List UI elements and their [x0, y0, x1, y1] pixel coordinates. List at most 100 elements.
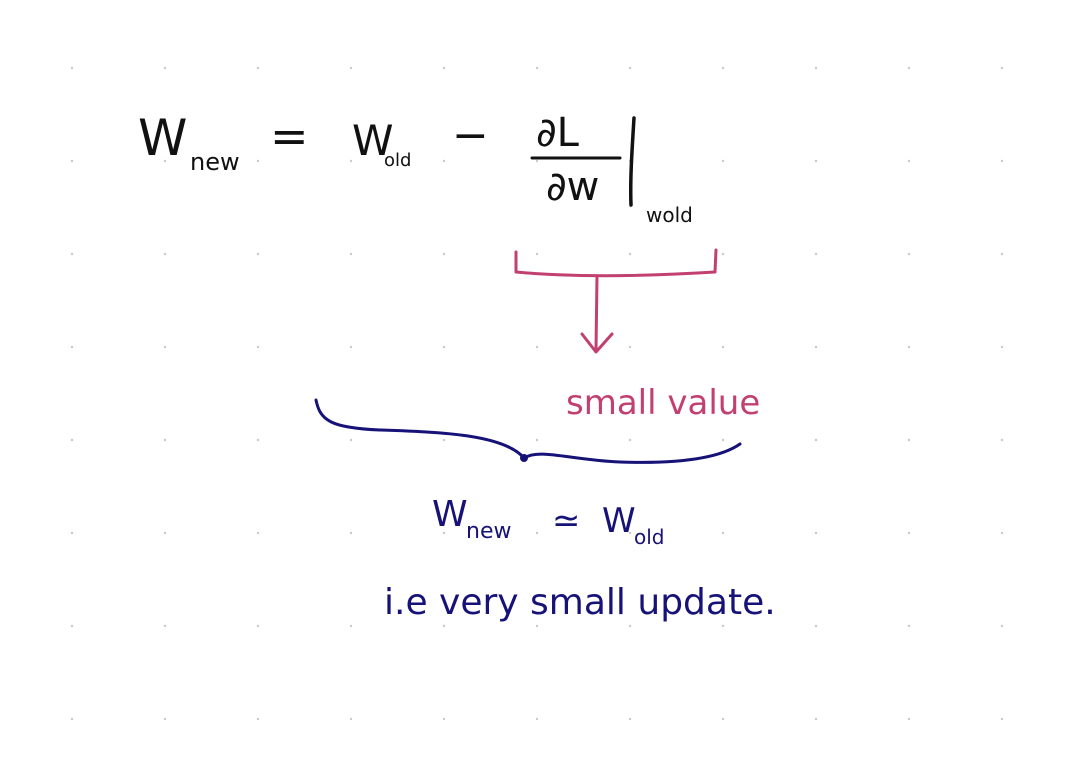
- grid-dot: [628, 717, 632, 721]
- grid-dot: [70, 438, 74, 442]
- grid-dot: [256, 717, 260, 721]
- grid-dot: [1000, 66, 1004, 70]
- grid-dot: [256, 159, 260, 163]
- grid-dot: [814, 438, 818, 442]
- grid-dot: [442, 438, 446, 442]
- small-value-label: small value: [566, 383, 760, 423]
- grid-dot: [907, 438, 911, 442]
- grid-dot: [814, 717, 818, 721]
- grid-dot: [535, 717, 539, 721]
- gradient-arrow-head: [580, 332, 614, 354]
- grid-dot: [70, 531, 74, 535]
- w-new-symbol: W: [138, 109, 187, 167]
- grid-dot: [907, 159, 911, 163]
- grid-dot: [256, 345, 260, 349]
- gradient-denominator: ∂w: [546, 164, 599, 210]
- evaluation-subscript: wold: [646, 203, 693, 227]
- grid-dot: [628, 66, 632, 70]
- grid-dot: [256, 438, 260, 442]
- grid-dot: [349, 159, 353, 163]
- grid-dot: [814, 531, 818, 535]
- w-new-approx-symbol: W: [432, 494, 468, 535]
- grid-dot: [1000, 624, 1004, 628]
- grid-dot: [628, 438, 632, 442]
- grid-dot: [628, 252, 632, 256]
- grid-dot: [721, 717, 725, 721]
- grid-dot: [535, 345, 539, 349]
- approximation-statement: W new ≃ W old i.e very small update.: [384, 494, 776, 623]
- grid-dot: [442, 66, 446, 70]
- grid-dot: [628, 345, 632, 349]
- grid-dot: [1000, 438, 1004, 442]
- grid-dot: [256, 624, 260, 628]
- grid-dot: [70, 66, 74, 70]
- grid-dot: [70, 252, 74, 256]
- gradient-annotation: [514, 248, 718, 354]
- grid-dot: [349, 438, 353, 442]
- gradient-arrow-shaft: [594, 274, 599, 352]
- minus-sign: −: [452, 110, 489, 161]
- grid-dot: [349, 66, 353, 70]
- w-new-subscript: new: [190, 148, 240, 176]
- grid-dot: [70, 717, 74, 721]
- grid-dot: [163, 438, 167, 442]
- w-old-symbol: W: [352, 116, 394, 165]
- grid-dot: [907, 624, 911, 628]
- grid-dot: [70, 159, 74, 163]
- grid-dot: [721, 159, 725, 163]
- grid-dot: [70, 624, 74, 628]
- grid-dot: [1000, 717, 1004, 721]
- w-old-subscript: old: [384, 150, 411, 171]
- grid-dot: [721, 252, 725, 256]
- grid-dot: [1000, 252, 1004, 256]
- grid-dot: [163, 624, 167, 628]
- grid-dot: [349, 252, 353, 256]
- grid-dot: [1000, 345, 1004, 349]
- grid-dot: [442, 531, 446, 535]
- grid-dot: [907, 345, 911, 349]
- grid-dot: [814, 159, 818, 163]
- grid-dot: [535, 252, 539, 256]
- grid-dot: [163, 531, 167, 535]
- grid-dot: [907, 252, 911, 256]
- gradient-numerator: ∂L: [536, 110, 580, 156]
- grid-dot: [535, 66, 539, 70]
- grid-dot: [907, 531, 911, 535]
- update-equation: W new = W old − ∂L ∂w wold: [138, 109, 693, 227]
- grid-dot: [1000, 159, 1004, 163]
- grid-dot: [628, 624, 632, 628]
- grid-dot: [163, 66, 167, 70]
- grid-dot: [907, 66, 911, 70]
- grid-dot: [535, 624, 539, 628]
- grid-dot: [442, 345, 446, 349]
- grid-dot: [256, 66, 260, 70]
- grid-dot: [256, 531, 260, 535]
- grid-dot: [163, 159, 167, 163]
- w-new-approx-subscript: new: [466, 519, 511, 544]
- approx-equal-sign: ≃: [552, 501, 581, 541]
- grid-dot: [814, 66, 818, 70]
- gradient-bracket: [514, 248, 718, 278]
- grid-dot: [535, 438, 539, 442]
- evaluation-bar: [628, 116, 636, 207]
- dot-grid-background: [70, 66, 1004, 721]
- grid-dot: [349, 531, 353, 535]
- grid-dot: [163, 717, 167, 721]
- grid-dot: [256, 252, 260, 256]
- explanation-text: i.e very small update.: [384, 582, 776, 623]
- grid-dot: [442, 159, 446, 163]
- grid-dot: [814, 345, 818, 349]
- grid-dot: [535, 159, 539, 163]
- conclusion-brace: [314, 398, 742, 464]
- grid-dot: [349, 345, 353, 349]
- equals-sign: =: [270, 109, 309, 163]
- grid-dot: [814, 252, 818, 256]
- grid-dot: [721, 345, 725, 349]
- grid-dot: [721, 531, 725, 535]
- grid-dot: [721, 624, 725, 628]
- w-old-approx-subscript: old: [634, 525, 665, 549]
- grid-dot: [814, 624, 818, 628]
- grid-dot: [721, 66, 725, 70]
- grid-dot: [163, 252, 167, 256]
